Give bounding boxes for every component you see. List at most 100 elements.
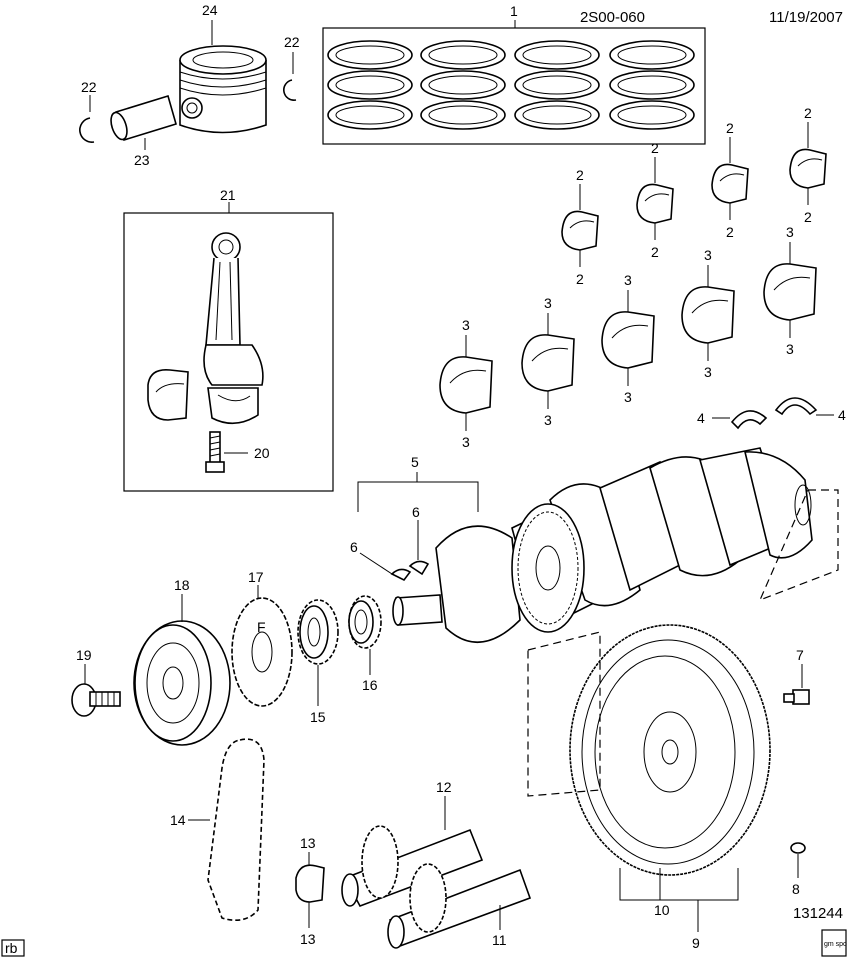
balance-shaft-upper[interactable] — [341, 825, 484, 907]
piston-ring — [420, 40, 506, 70]
connecting-rod-bolt[interactable] — [205, 431, 225, 473]
balancer-bolt[interactable] — [71, 683, 121, 717]
crankshaft-bearing-lower[interactable] — [601, 311, 655, 369]
thrust-washer-left[interactable] — [730, 410, 768, 430]
piston-ring — [514, 100, 600, 130]
callout-21: 21 — [220, 187, 236, 203]
sprocket-mark: F — [257, 619, 266, 635]
crankshaft-balancer[interactable] — [133, 620, 231, 746]
callout-7: 7 — [796, 647, 804, 663]
logo-text: gm spo — [824, 941, 847, 948]
pin-retainer-right[interactable] — [283, 79, 297, 101]
timing-chain[interactable] — [207, 738, 265, 921]
callout-13-bottom: 13 — [300, 931, 316, 947]
crankshaft-key-b[interactable] — [408, 560, 430, 576]
callout-22-right: 22 — [284, 34, 300, 50]
piston-ring — [327, 40, 413, 70]
callout-16: 16 — [362, 677, 378, 693]
callout-3: 3 — [544, 412, 552, 428]
connecting-rod-bearing[interactable] — [147, 368, 189, 421]
callout-3: 3 — [544, 295, 552, 311]
callout-3: 3 — [704, 247, 712, 263]
crankshaft-sprocket[interactable] — [348, 595, 382, 649]
callout-3: 3 — [704, 364, 712, 380]
callout-1: 1 — [510, 3, 518, 19]
piston-ring — [514, 70, 600, 100]
callout-13-top: 13 — [300, 835, 316, 851]
callout-2: 2 — [804, 209, 812, 225]
pin-retainer-left[interactable] — [79, 117, 95, 143]
callout-6-a: 6 — [350, 539, 358, 555]
callout-3: 3 — [462, 434, 470, 450]
rb-tag: rb — [1, 939, 25, 957]
callout-14: 14 — [170, 812, 186, 828]
callout-3: 3 — [786, 341, 794, 357]
piston-ring — [327, 70, 413, 100]
callout-2: 2 — [651, 140, 659, 156]
piston-ring — [609, 70, 695, 100]
piston-ring — [420, 70, 506, 100]
doc-code: 2S00-060 — [580, 9, 645, 26]
crankshaft-bearing-upper[interactable] — [711, 163, 749, 204]
dowel-pin[interactable] — [790, 842, 806, 854]
callout-22-left: 22 — [81, 79, 97, 95]
callout-8: 8 — [792, 881, 800, 897]
callout-6-b: 6 — [412, 504, 420, 520]
callout-2: 2 — [726, 120, 734, 136]
crankshaft-bearing-lower[interactable] — [681, 286, 735, 344]
callout-12: 12 — [436, 779, 452, 795]
callout-24: 24 — [202, 2, 218, 18]
piston-ring — [609, 100, 695, 130]
callout-2: 2 — [576, 271, 584, 287]
piston-rings-set[interactable] — [322, 27, 706, 145]
callout-2: 2 — [726, 224, 734, 240]
crankshaft-key-a[interactable] — [390, 568, 412, 582]
callout-10: 10 — [654, 902, 670, 918]
piston-pin[interactable] — [108, 94, 177, 142]
callout-3: 3 — [624, 272, 632, 288]
crankshaft-bearing-upper[interactable] — [636, 183, 674, 224]
callout-18: 18 — [174, 577, 190, 593]
crankshaft-bearing-upper[interactable] — [561, 210, 599, 251]
callout-19: 19 — [76, 647, 92, 663]
piston[interactable] — [179, 45, 267, 134]
crankshaft-bearing-lower[interactable] — [439, 356, 493, 414]
callout-11: 11 — [492, 932, 507, 948]
oil-pump-sprocket[interactable] — [297, 599, 339, 665]
callout-17: 17 — [248, 569, 264, 585]
crankshaft-bearing-upper[interactable] — [789, 148, 827, 189]
callout-3: 3 — [786, 224, 794, 240]
figure-id: 131244 — [793, 905, 843, 922]
rb-tag-text: rb — [5, 940, 18, 956]
connecting-rod-cap[interactable] — [207, 387, 259, 425]
callout-23: 23 — [134, 152, 150, 168]
callout-15: 15 — [310, 709, 326, 725]
balance-shaft-lower[interactable] — [387, 863, 532, 949]
piston-ring — [327, 100, 413, 130]
callout-3: 3 — [624, 389, 632, 405]
callout-2: 2 — [804, 105, 812, 121]
piston-ring — [420, 100, 506, 130]
gm-spo-logo: gm spo — [821, 929, 847, 957]
crankshaft-bearing-lower[interactable] — [521, 334, 575, 392]
callout-20: 20 — [254, 445, 270, 461]
crankshaft-gear[interactable] — [511, 503, 585, 633]
callout-3: 3 — [462, 317, 470, 333]
piston-ring — [609, 40, 695, 70]
doc-date: 11/19/2007 — [769, 9, 843, 26]
callout-5: 5 — [411, 454, 419, 470]
balance-shaft-bearing[interactable] — [295, 864, 325, 903]
callout-2: 2 — [576, 167, 584, 183]
callout-9: 9 — [692, 935, 700, 951]
crankshaft[interactable] — [392, 447, 813, 643]
piston-ring — [514, 40, 600, 70]
callout-4-left: 4 — [697, 410, 705, 426]
callout-4-right: 4 — [838, 407, 846, 423]
connecting-rod[interactable] — [203, 232, 264, 386]
flywheel-bolt[interactable] — [783, 689, 810, 705]
thrust-washer-right[interactable] — [774, 397, 818, 416]
crankshaft-bearing-lower[interactable] — [763, 263, 817, 321]
callout-2: 2 — [651, 244, 659, 260]
flywheel[interactable] — [569, 624, 771, 876]
balance-shaft-sprocket[interactable]: F — [231, 597, 293, 707]
